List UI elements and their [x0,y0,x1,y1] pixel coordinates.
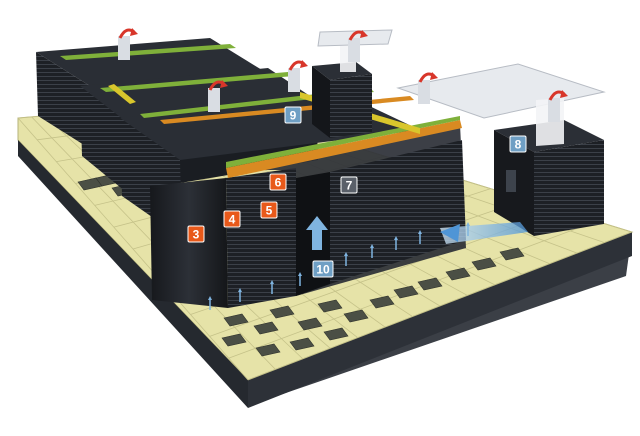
perforated-tile [369,295,395,309]
perforated-tile [323,327,349,341]
perforated-tile [471,257,497,271]
hot-air-arrowhead-icon [560,90,568,98]
exhaust-duct [418,80,430,104]
exhaust-duct [348,38,360,62]
up-arrowhead-icon [208,296,212,300]
up-arrowhead-icon [418,230,422,234]
perforated-tile [445,267,471,281]
callout-label: 4 [229,213,236,227]
callout-label: 5 [266,204,273,218]
callout-badge [340,176,358,194]
perforated-tile [289,337,315,351]
callout-badge [223,210,241,228]
callout-marker-7: 7 [340,176,358,194]
callout-marker-4: 4 [223,210,241,228]
exhaust-duct [208,88,220,112]
exhaust-duct [118,36,130,60]
callout-badge [187,225,205,243]
callout-label: 8 [515,138,522,152]
callout-marker-6: 6 [269,173,287,191]
perforated-tile [223,313,249,327]
up-arrowhead-icon [394,236,398,240]
callout-marker-9: 9 [284,106,302,124]
callout-label: 10 [316,263,330,277]
up-arrowhead-icon [270,280,274,284]
callout-badge [260,201,278,219]
callout-markers: 3 4 56 7 8 9 10 [187,106,527,278]
callout-badge [284,106,302,124]
perforated-tile [255,343,281,357]
callout-label: 7 [346,179,353,193]
up-arrowhead-icon [370,244,374,248]
perforated-tile [343,309,369,323]
cold-air-up-arrows [208,222,470,310]
hot-air-arrowhead-icon [430,72,438,80]
hot-air-arrowhead-icon [130,28,138,36]
up-arrowhead-icon [466,222,470,226]
hot-air-arrowhead-icon [360,30,368,38]
perforated-tile [253,321,279,335]
rack-row-front [120,92,420,308]
exhaust-duct [548,98,560,122]
callout-badge [312,260,334,278]
perforated-tile [499,247,525,261]
aisle-containment [226,116,466,296]
up-arrowhead-icon [298,272,302,276]
up-arrowhead-icon [344,252,348,256]
callout-label: 9 [290,109,297,123]
perforated-tile [393,285,419,299]
perforated-tile [417,277,443,291]
perforated-tile [221,333,247,347]
callout-badge [269,173,287,191]
exhaust-duct [288,68,300,92]
crac-unit-back [312,62,372,138]
callout-marker-5: 5 [260,201,278,219]
callout-marker-10: 10 [312,260,334,278]
callout-label: 3 [193,228,200,242]
callout-badge [509,135,527,153]
hot-air-exhaust [118,28,568,122]
up-arrowhead-icon [238,288,242,292]
perforated-tile [317,299,343,313]
hot-air-arrowhead-icon [300,60,308,68]
callout-marker-8: 8 [509,135,527,153]
hot-air-arrowhead-icon [220,80,228,88]
perforated-tile [269,305,295,319]
cold-air-flow [306,216,528,250]
floor-grid-line [247,231,633,381]
perforated-tile [297,317,323,331]
callout-label: 6 [275,176,282,190]
callout-marker-3: 3 [187,225,205,243]
